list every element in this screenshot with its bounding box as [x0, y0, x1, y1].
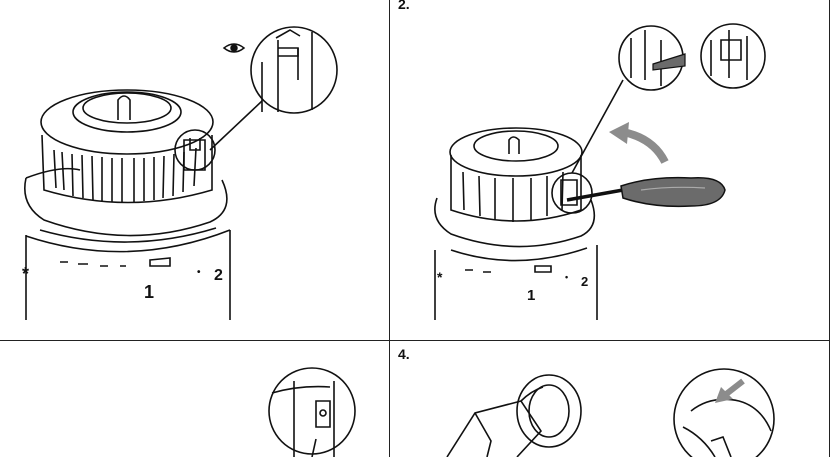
step-number-2: 2. [398, 0, 410, 12]
dial-label-one: 1 [527, 287, 535, 304]
dial-label-two: 2 [581, 274, 588, 289]
rotate-arrow-icon [609, 122, 669, 164]
push-arrow-icon [715, 378, 745, 403]
eye-icon [222, 43, 246, 53]
screwdriver-tip [652, 53, 686, 71]
dial-label-snow: * [437, 269, 443, 285]
panel-step-1: * 1 2 • [0, 0, 390, 340]
screwdriver-icon [566, 176, 726, 208]
dial-label-dot: • [197, 267, 201, 278]
step-3-illustration [268, 367, 356, 457]
step-1-illustration: * 1 2 • [22, 26, 338, 320]
dial-label-one: 1 [144, 282, 154, 302]
grid-line-vertical [389, 0, 390, 457]
panel-step-4: 4. [391, 341, 830, 457]
grid-line-horizontal [0, 340, 830, 341]
dial-label-two: 2 [214, 267, 223, 284]
panel-step-3 [0, 341, 390, 457]
dial-label-dot: • [565, 272, 568, 282]
step-number-4: 4. [398, 346, 410, 362]
step-2-illustration: * 1 2 • [434, 23, 766, 320]
dial-label-snow: * [22, 264, 29, 284]
step-4-illustration [446, 368, 775, 457]
panel-step-2: 2. [391, 0, 830, 340]
